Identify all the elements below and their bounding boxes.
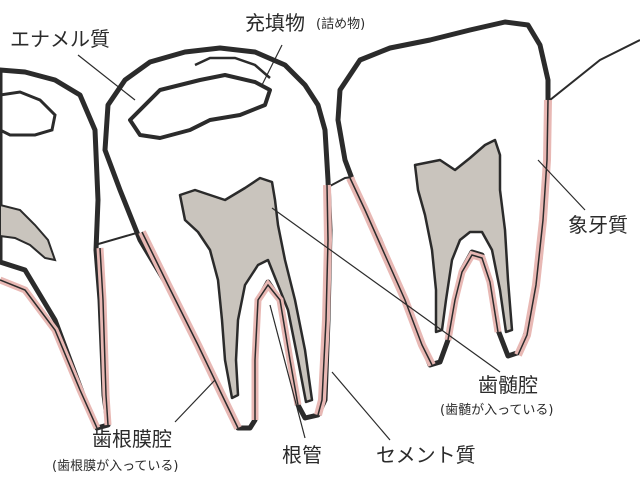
right-tooth	[335, 19, 552, 368]
leader-periodontal	[174, 379, 216, 423]
label-dentin: 象牙質	[568, 213, 628, 237]
label-pulp-cavity-sub: (歯髄が入っている)	[440, 403, 554, 418]
leader-pulp	[271, 207, 501, 373]
label-enamel: エナメル質	[10, 27, 110, 51]
leader-root-canal	[269, 304, 306, 439]
label-filling-sub: (詰め物)	[316, 16, 365, 32]
label-filling: 充填物	[245, 11, 305, 35]
pulp-chamber	[178, 176, 314, 404]
pulp-chamber-right	[413, 138, 514, 334]
label-pulp-cavity: 歯髄腔	[478, 373, 538, 397]
leader-enamel	[77, 54, 136, 101]
left-partial-tooth	[0, 67, 112, 431]
label-periodontal-space: 歯根膜腔	[92, 427, 172, 451]
leader-cementum	[331, 371, 391, 441]
label-periodontal-space-sub: (歯根膜が入っている)	[52, 459, 179, 474]
leader-dentin	[537, 159, 586, 211]
label-root-canal: 根管	[282, 443, 322, 467]
label-cementum: セメント質	[376, 443, 476, 467]
middle-tooth-with-filling	[102, 45, 333, 431]
leader-lines	[77, 44, 586, 441]
filling-shape	[128, 73, 272, 140]
leader-filling	[261, 44, 283, 86]
